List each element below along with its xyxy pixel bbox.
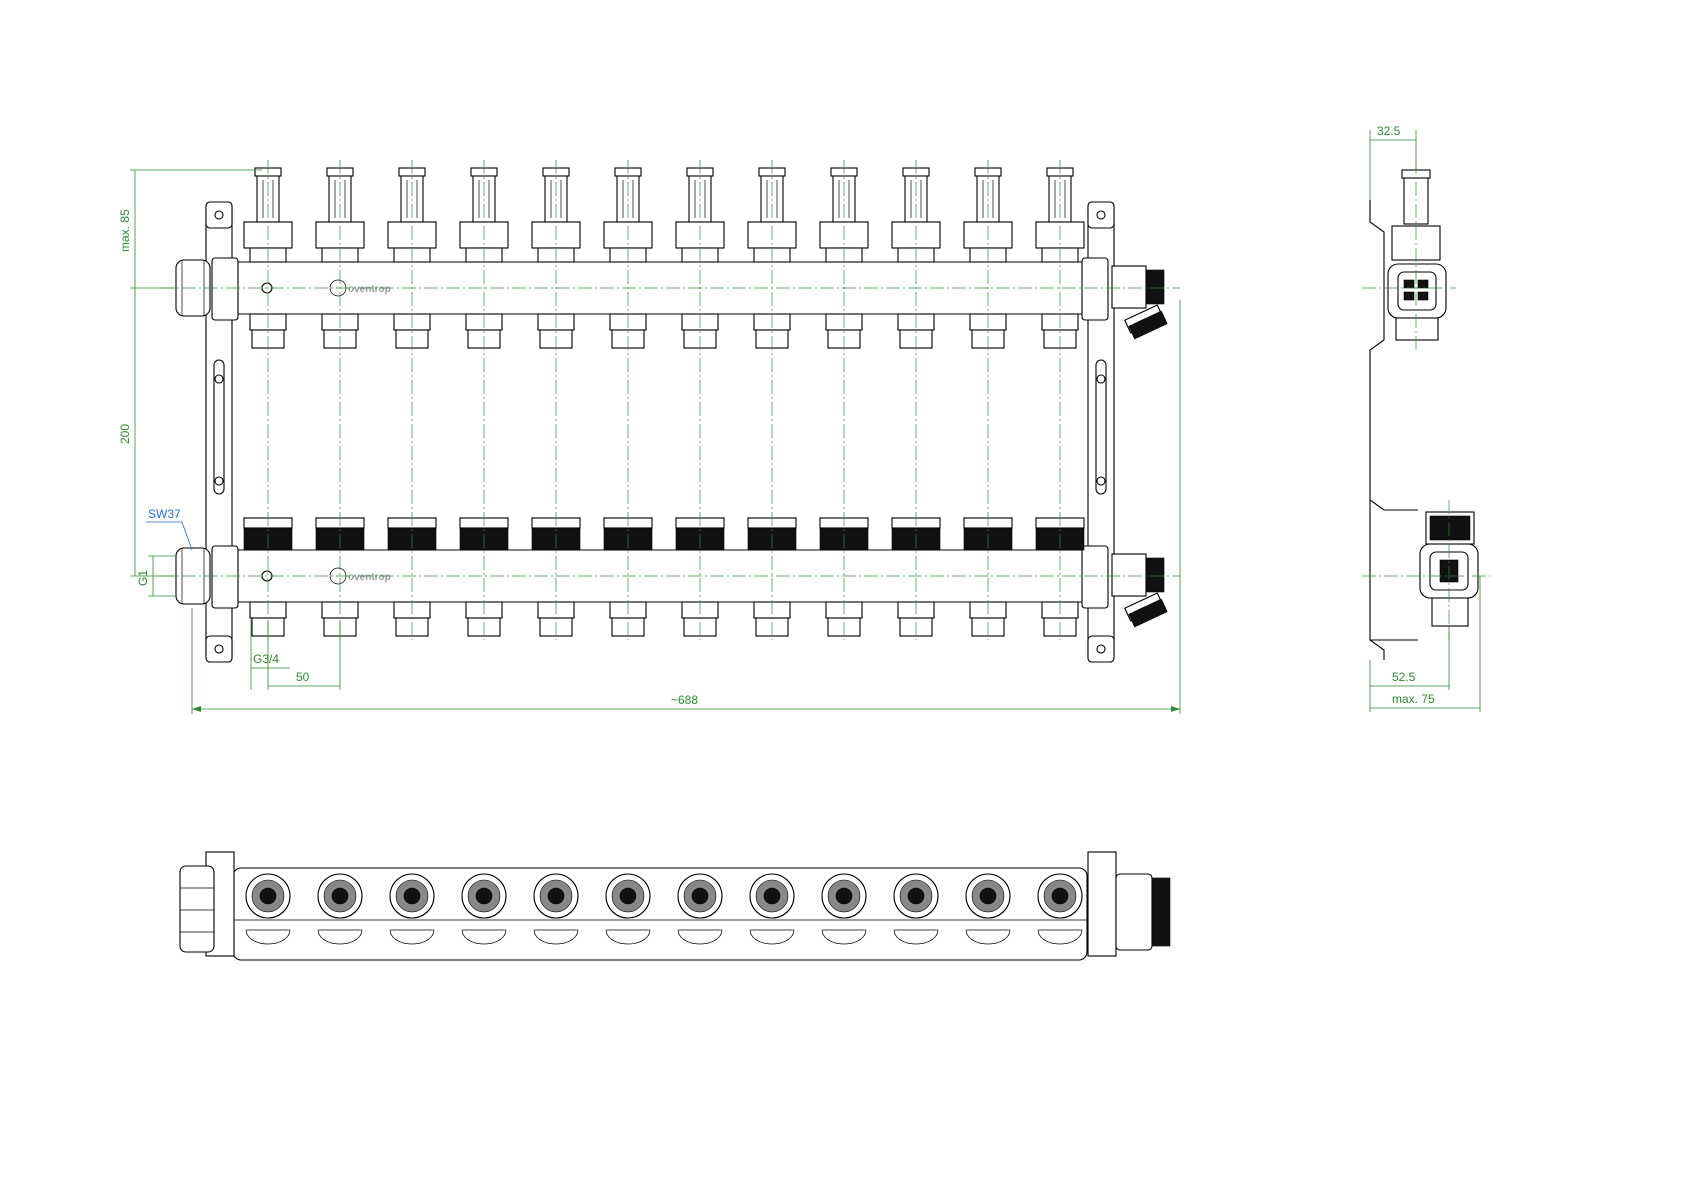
top-outlets: [245, 873, 1083, 945]
outlet-knob: [749, 873, 795, 945]
outlet-knob: [677, 873, 723, 945]
side-view: [1362, 160, 1490, 660]
front-outlets: [243, 160, 1085, 640]
brand-logo-bottom: oventrop: [348, 572, 391, 583]
front-view: oventrop oventrop: [160, 160, 1180, 663]
dim-inlet-thread: G1: [136, 570, 150, 586]
dim-flowmeter-height: max. 85: [118, 209, 132, 252]
dim-wrench-size: SW37: [148, 507, 181, 521]
outlet-knob: [317, 873, 363, 945]
return-bar: oventrop: [175, 545, 1168, 628]
outlet-knob: [533, 873, 579, 945]
vent-fitting-top: [1111, 265, 1168, 340]
outlet-knob: [965, 873, 1011, 945]
dim-side-depth: 52.5: [1392, 670, 1416, 684]
outlet-knob: [821, 873, 867, 945]
dim-overall-length: ~688: [671, 693, 698, 707]
side-dimensions: 32.5 52.5 max. 75: [1369, 124, 1481, 712]
front-dimensions: max. 85 200 G1 SW37 G3/4 50 ~688: [118, 169, 1181, 714]
vent-fitting-bottom: [1111, 553, 1168, 628]
dim-outlet-pitch: 50: [296, 670, 310, 684]
outlet-knob: [893, 873, 939, 945]
supply-bar: oventrop: [175, 257, 1168, 340]
dim-bar-spacing: 200: [118, 424, 132, 444]
outlet-knob: [1037, 873, 1083, 945]
dim-outlet-thread: G3/4: [253, 652, 279, 666]
dim-side-flowmeter-offset: 32.5: [1377, 124, 1401, 138]
brand-logo-top: oventrop: [348, 284, 391, 295]
dim-side-max-depth: max. 75: [1392, 692, 1435, 706]
outlet-knob: [245, 873, 291, 945]
outlet-knob: [461, 873, 507, 945]
outlet-knob: [389, 873, 435, 945]
outlet-knob: [605, 873, 651, 945]
top-view: [179, 851, 1171, 961]
